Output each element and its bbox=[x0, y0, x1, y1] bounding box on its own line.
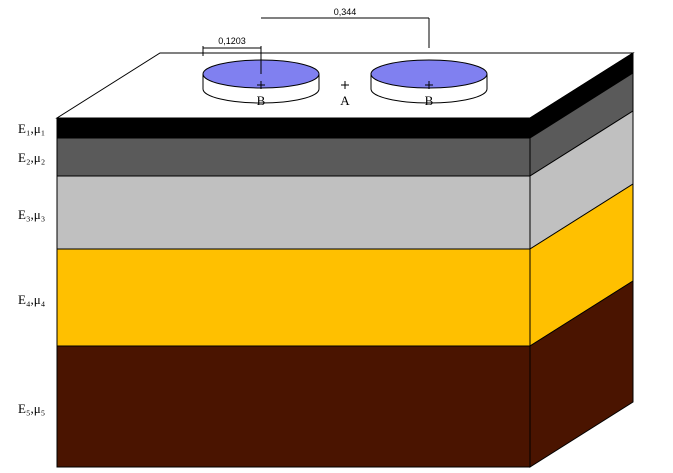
point-marker-right-b bbox=[425, 81, 433, 89]
dimension-radius bbox=[202, 46, 262, 74]
point-label-left-b: B bbox=[257, 93, 266, 108]
load-plate-right bbox=[370, 59, 488, 104]
point-label-a: A bbox=[340, 93, 350, 108]
layer-3-label: E₃,μ₃ bbox=[18, 207, 45, 222]
layer-1-label: E₁,μ₁ bbox=[18, 121, 45, 136]
point-marker-left-b bbox=[257, 81, 265, 89]
layer-4-label: E₄,μ₄ bbox=[18, 292, 46, 307]
point-label-right-b: B bbox=[425, 93, 434, 108]
layer-5-label: E₅,μ₅ bbox=[18, 401, 45, 416]
layer-2-front-face bbox=[56, 137, 531, 177]
layer-3-front-face bbox=[56, 175, 531, 250]
dimension-spacing bbox=[261, 17, 430, 48]
layer-5-front-face bbox=[56, 345, 531, 468]
layer-2-label: E₂,μ₂ bbox=[18, 150, 45, 165]
layer-1-front-face bbox=[56, 117, 531, 139]
dimension-radius-label: 0,1203 bbox=[218, 36, 246, 46]
layer-4-front-face bbox=[56, 248, 531, 347]
dimension-spacing-label: 0,344 bbox=[334, 7, 357, 17]
layer-5-side-face bbox=[529, 280, 634, 468]
point-marker-a bbox=[341, 81, 349, 89]
